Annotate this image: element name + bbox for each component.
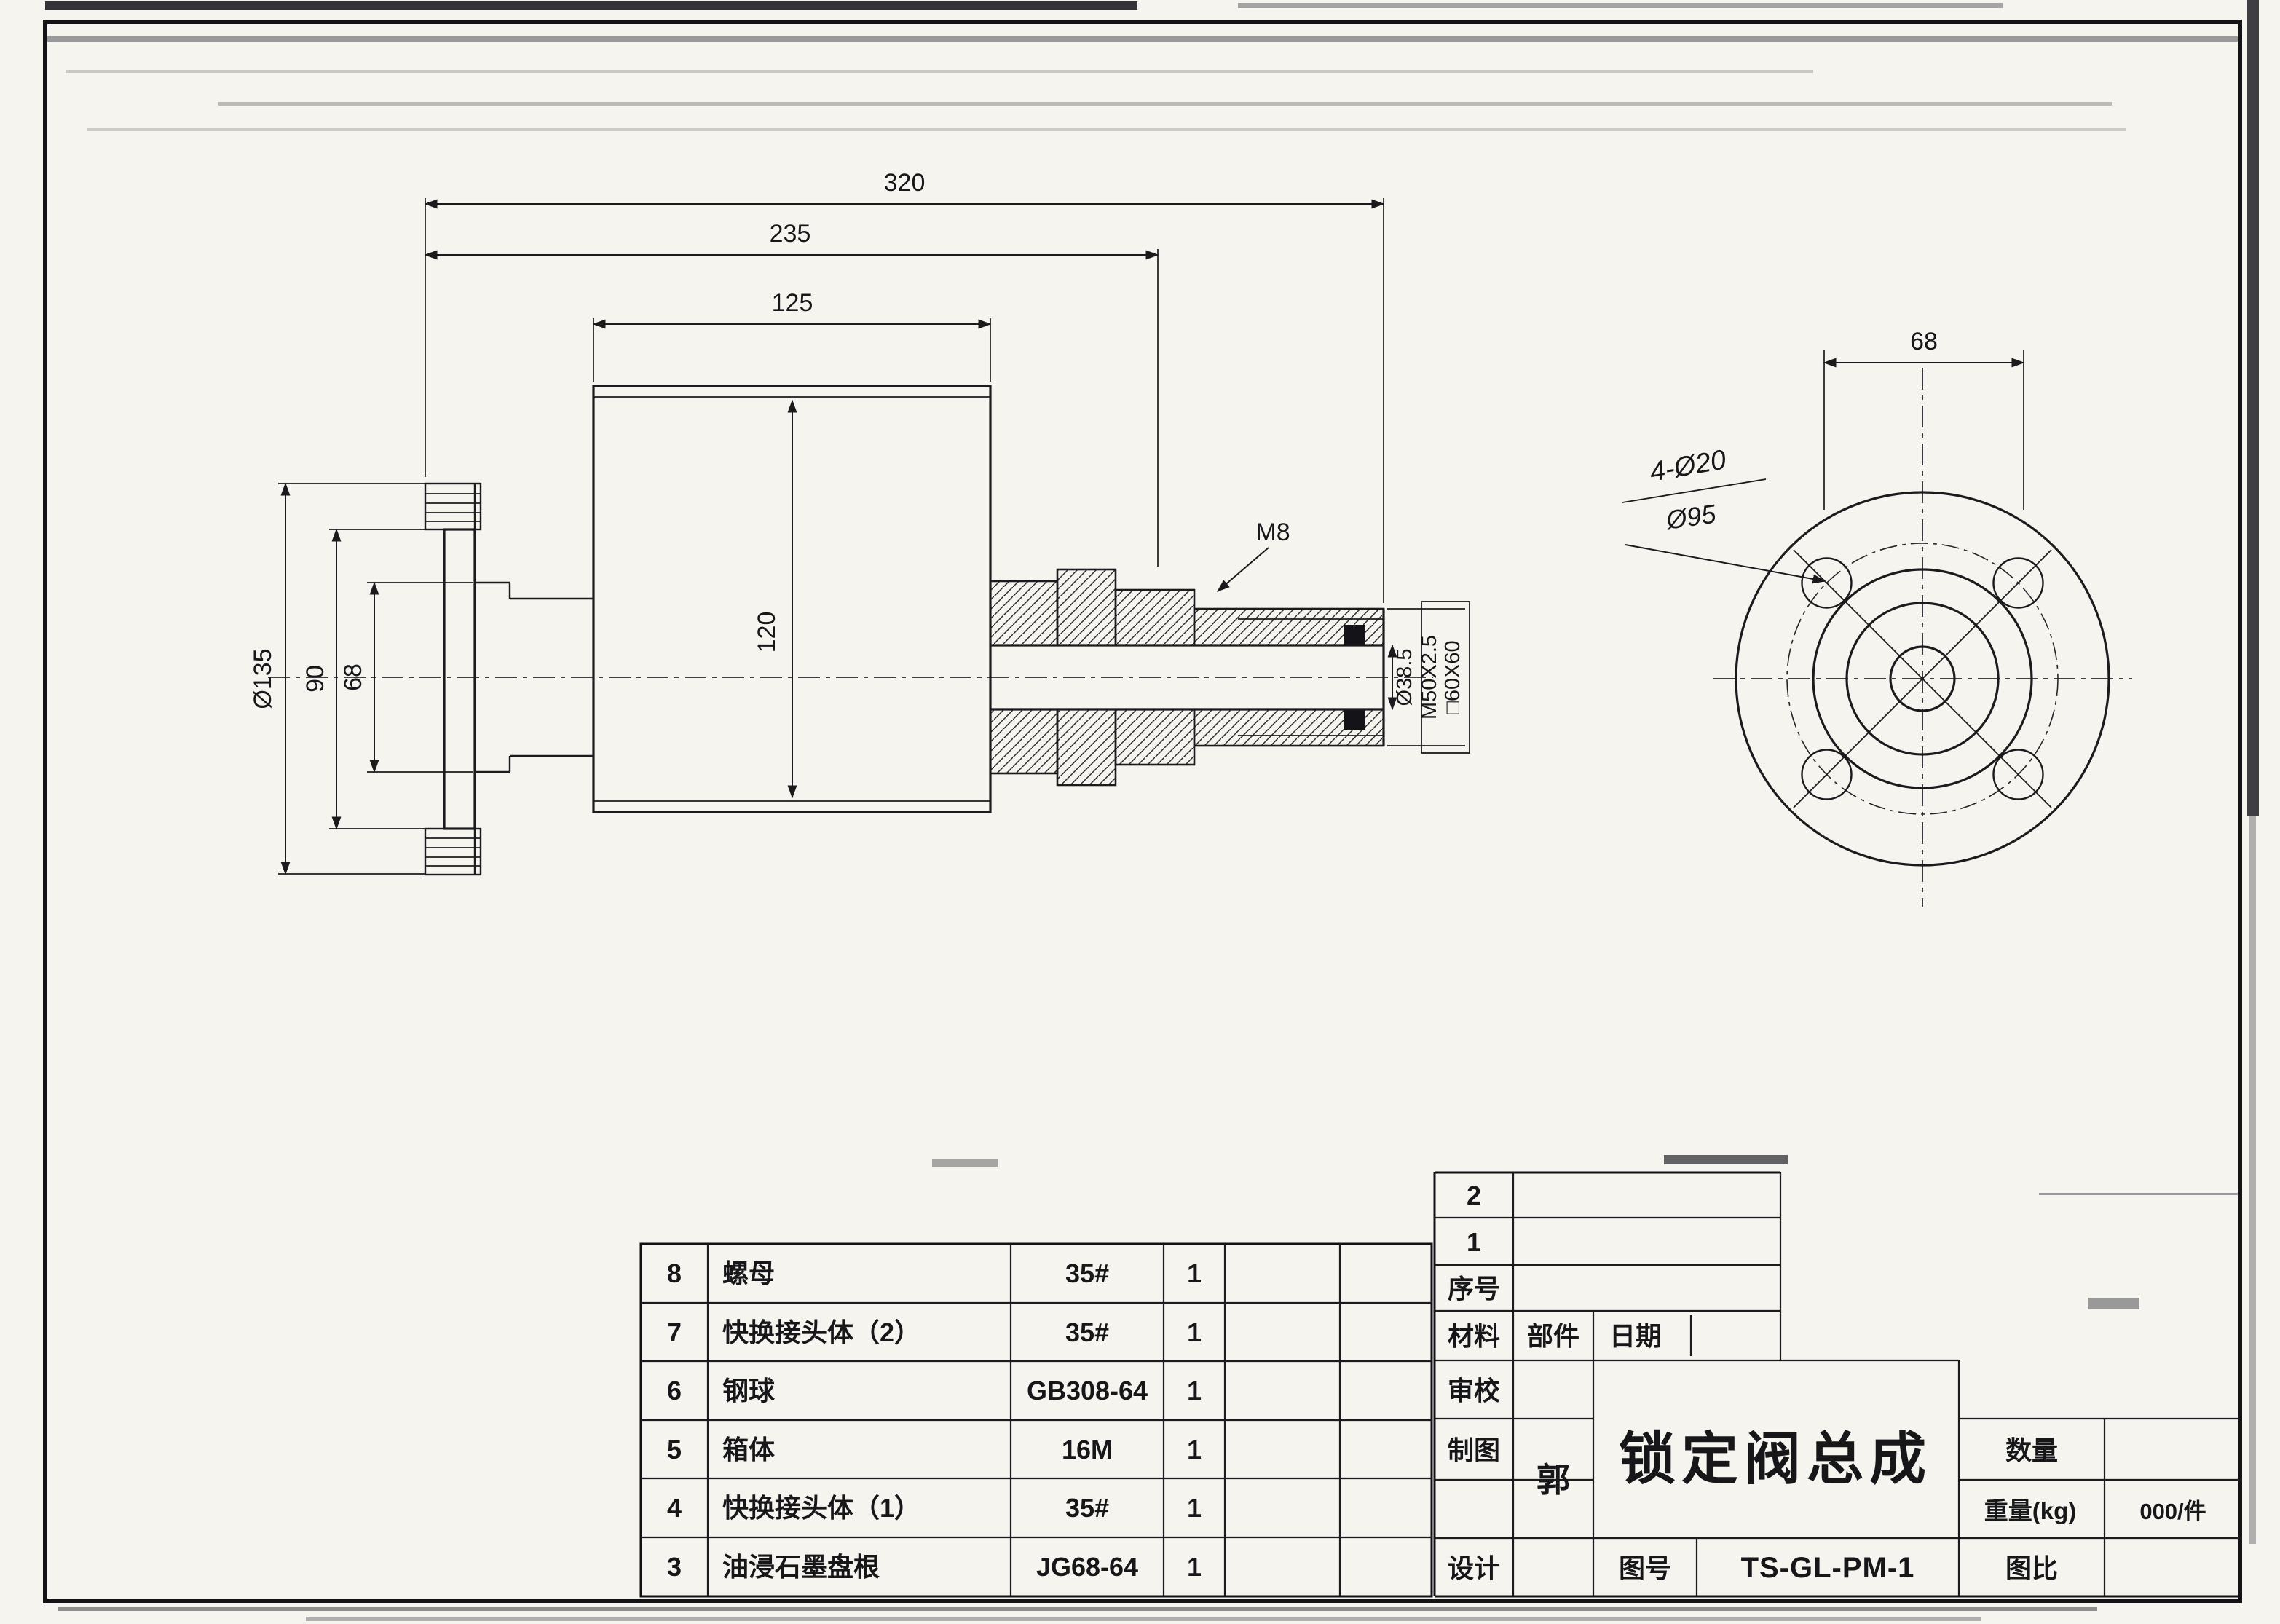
table-row: 5 箱体 16M 1 [667, 1435, 1202, 1465]
bolt-circle-note: Ø95 [1664, 498, 1719, 535]
bolt-hole [1801, 557, 1853, 609]
drafter-label: 制图 [1448, 1435, 1500, 1465]
dim-120: 120 [753, 612, 781, 653]
dim-bore: Ø38.5 [1393, 649, 1416, 706]
part-no: 5 [667, 1435, 682, 1465]
part-material: GB308-64 [1027, 1376, 1148, 1406]
table-row: 3 油浸石墨盘根 JG68-64 1 [667, 1552, 1202, 1582]
table-row: 8 螺母 35# 1 [667, 1258, 1202, 1288]
part-no: 4 [667, 1493, 682, 1523]
part-no: 3 [667, 1552, 682, 1582]
drawing-no: TS-GL-PM-1 [1741, 1552, 1915, 1584]
table-row: 4 快换接头体（1） 35# 1 [667, 1493, 1202, 1523]
dim-125: 125 [772, 289, 813, 317]
seq-1: 1 [1467, 1227, 1481, 1257]
part-material: JG68-64 [1036, 1552, 1138, 1582]
quantity-label: 数量 [2005, 1435, 2058, 1465]
table-row: 6 钢球 GB308-64 1 [667, 1376, 1202, 1406]
weight-label: 重量(kg) [1984, 1497, 2077, 1524]
drawing-title: 锁定阀总成 [1619, 1427, 1932, 1491]
coupling-section [989, 568, 1385, 787]
flange-plate [443, 528, 476, 830]
bolt-circle [1786, 543, 2059, 815]
dim-square: □60X60 [1441, 640, 1464, 714]
part-qty: 1 [1187, 1376, 1202, 1406]
dim-235: 235 [770, 220, 811, 248]
part-material: 35# [1065, 1493, 1109, 1523]
drafter-name: 郭 [1537, 1461, 1570, 1499]
scan-artifacts [45, 0, 2259, 1621]
part-no: 7 [667, 1317, 682, 1347]
part-label: 部件 [1527, 1321, 1579, 1351]
part-no: 6 [667, 1376, 682, 1406]
review-label: 审校 [1448, 1376, 1500, 1406]
part-material: 35# [1065, 1258, 1109, 1288]
seal-lower [1344, 709, 1365, 730]
part-name: 箱体 [722, 1435, 775, 1465]
title-block-grid [1433, 1171, 2240, 1598]
bolt-hole [1992, 749, 2044, 800]
part-qty: 1 [1187, 1258, 1202, 1288]
flange-side-view [424, 482, 593, 876]
dim-flange-od: Ø135 [249, 648, 277, 709]
weight-value: 000/件 [2139, 1499, 2206, 1524]
serial-label: 序号 [1448, 1274, 1500, 1304]
holes-note: 4-Ø20 [1647, 444, 1728, 488]
m8-callout: M8 [1216, 519, 1290, 592]
seal-upper [1344, 625, 1365, 645]
table-row: 7 快换接头体（2） 35# 1 [667, 1317, 1202, 1347]
material-label: 材料 [1448, 1321, 1500, 1351]
parts-table: 8 螺母 35# 1 7 快换接头体（2） 35# 1 6 钢球 GB308-6… [639, 1242, 1433, 1598]
part-name: 钢球 [722, 1376, 776, 1406]
part-name: 螺母 [722, 1258, 775, 1288]
bolt-hole [1992, 557, 2044, 609]
part-no: 8 [667, 1258, 682, 1288]
dim-68-end: 68 [1910, 328, 1938, 355]
date-label: 日期 [1609, 1321, 1662, 1351]
part-qty: 1 [1187, 1552, 1202, 1582]
designer-label: 设计 [1448, 1553, 1500, 1583]
part-qty: 1 [1187, 1435, 1202, 1465]
drawing-no-label: 图号 [1619, 1553, 1671, 1583]
title-block: 2 1 序号 材料 部件 日期 审校 制图 郭 设计 锁定阀总成 数量 重量(k… [1433, 1171, 2240, 1598]
seq-2: 2 [1467, 1180, 1481, 1210]
dim-320: 320 [884, 169, 926, 197]
parts-table-grid [639, 1242, 1433, 1598]
part-qty: 1 [1187, 1317, 1202, 1347]
part-name: 油浸石墨盘根 [722, 1552, 880, 1582]
dim-90: 90 [301, 665, 329, 693]
set-screw-label: M8 [1255, 519, 1290, 546]
end-view: 68 4-Ø20 Ø95 [1622, 328, 2132, 907]
main-section-view: M8 [268, 385, 1433, 876]
main-dimensions: 320 235 125 120 Ø135 90 68 Ø38.5 M50X2.5… [249, 169, 1470, 875]
part-material: 35# [1065, 1317, 1109, 1347]
part-name: 快换接头体（1） [722, 1493, 920, 1523]
scale-label: 图比 [2005, 1553, 2058, 1583]
hole-callout: 4-Ø20 Ø95 [1622, 444, 1826, 584]
part-name: 快换接头体（2） [722, 1317, 920, 1347]
bolt-hole [1801, 749, 1853, 800]
sheet-border [43, 20, 2242, 1603]
part-qty: 1 [1187, 1493, 1202, 1523]
dim-68-left: 68 [339, 663, 367, 691]
part-material: 16M [1062, 1435, 1113, 1465]
